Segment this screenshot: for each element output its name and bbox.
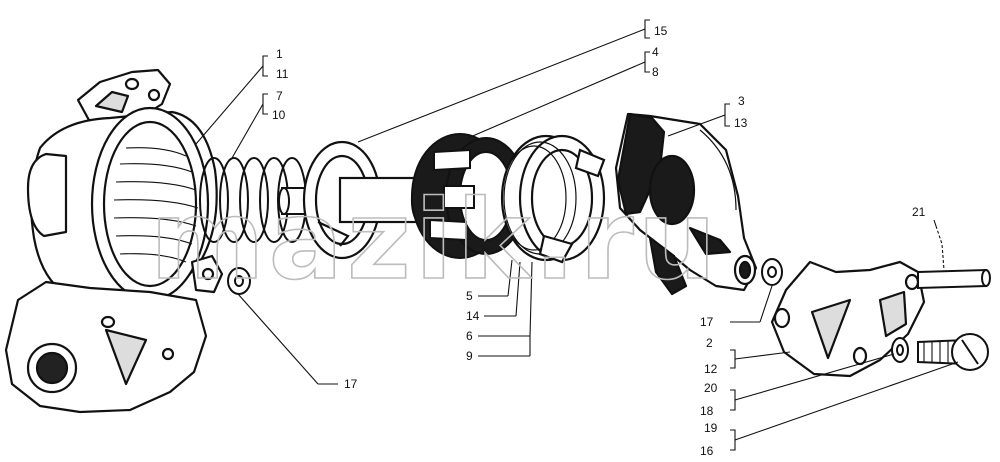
callout-21: 21 [912,205,926,219]
callout-9: 9 [466,349,473,363]
callout-14: 14 [466,309,480,323]
callout-labels: 1 11 7 10 15 4 8 3 13 21 5 14 6 9 17 17 … [272,24,926,458]
split-ring [500,134,606,264]
callout-6: 6 [466,329,473,343]
callout-10: 10 [272,108,286,122]
callout-18: 18 [700,404,714,418]
callout-15: 15 [654,24,668,38]
lower-lug [4,280,208,414]
washers [227,258,783,295]
callout-17-left: 17 [344,377,358,391]
callout-4: 4 [652,45,659,59]
callout-17-right: 17 [700,315,714,329]
coupling-housing [26,68,224,302]
pin [917,268,991,290]
callout-16: 16 [700,444,714,458]
callout-3: 3 [738,94,745,108]
callout-7: 7 [276,89,283,103]
callout-13: 13 [734,116,748,130]
callout-2: 2 [706,336,713,350]
callout-19: 19 [704,421,718,435]
callout-1: 1 [276,47,283,61]
cover-plate [614,112,758,296]
callout-12: 12 [704,362,718,376]
callout-11: 11 [276,67,289,81]
rubber-seal [411,133,527,259]
leader-lines [195,19,959,451]
clamp-lever [770,260,926,378]
screw-assembly [891,333,989,371]
callout-5: 5 [466,289,473,303]
callout-8: 8 [652,65,659,79]
watermark-text: mazik.ru [150,176,720,304]
callout-20: 20 [704,381,718,395]
